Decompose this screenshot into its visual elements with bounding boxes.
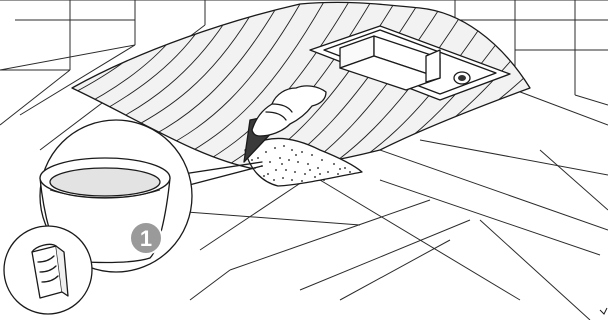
powder-bag-inset: [4, 226, 92, 314]
corner-mark: [600, 308, 607, 314]
step-badge: 1: [130, 222, 162, 254]
step-number: 1: [140, 226, 152, 251]
